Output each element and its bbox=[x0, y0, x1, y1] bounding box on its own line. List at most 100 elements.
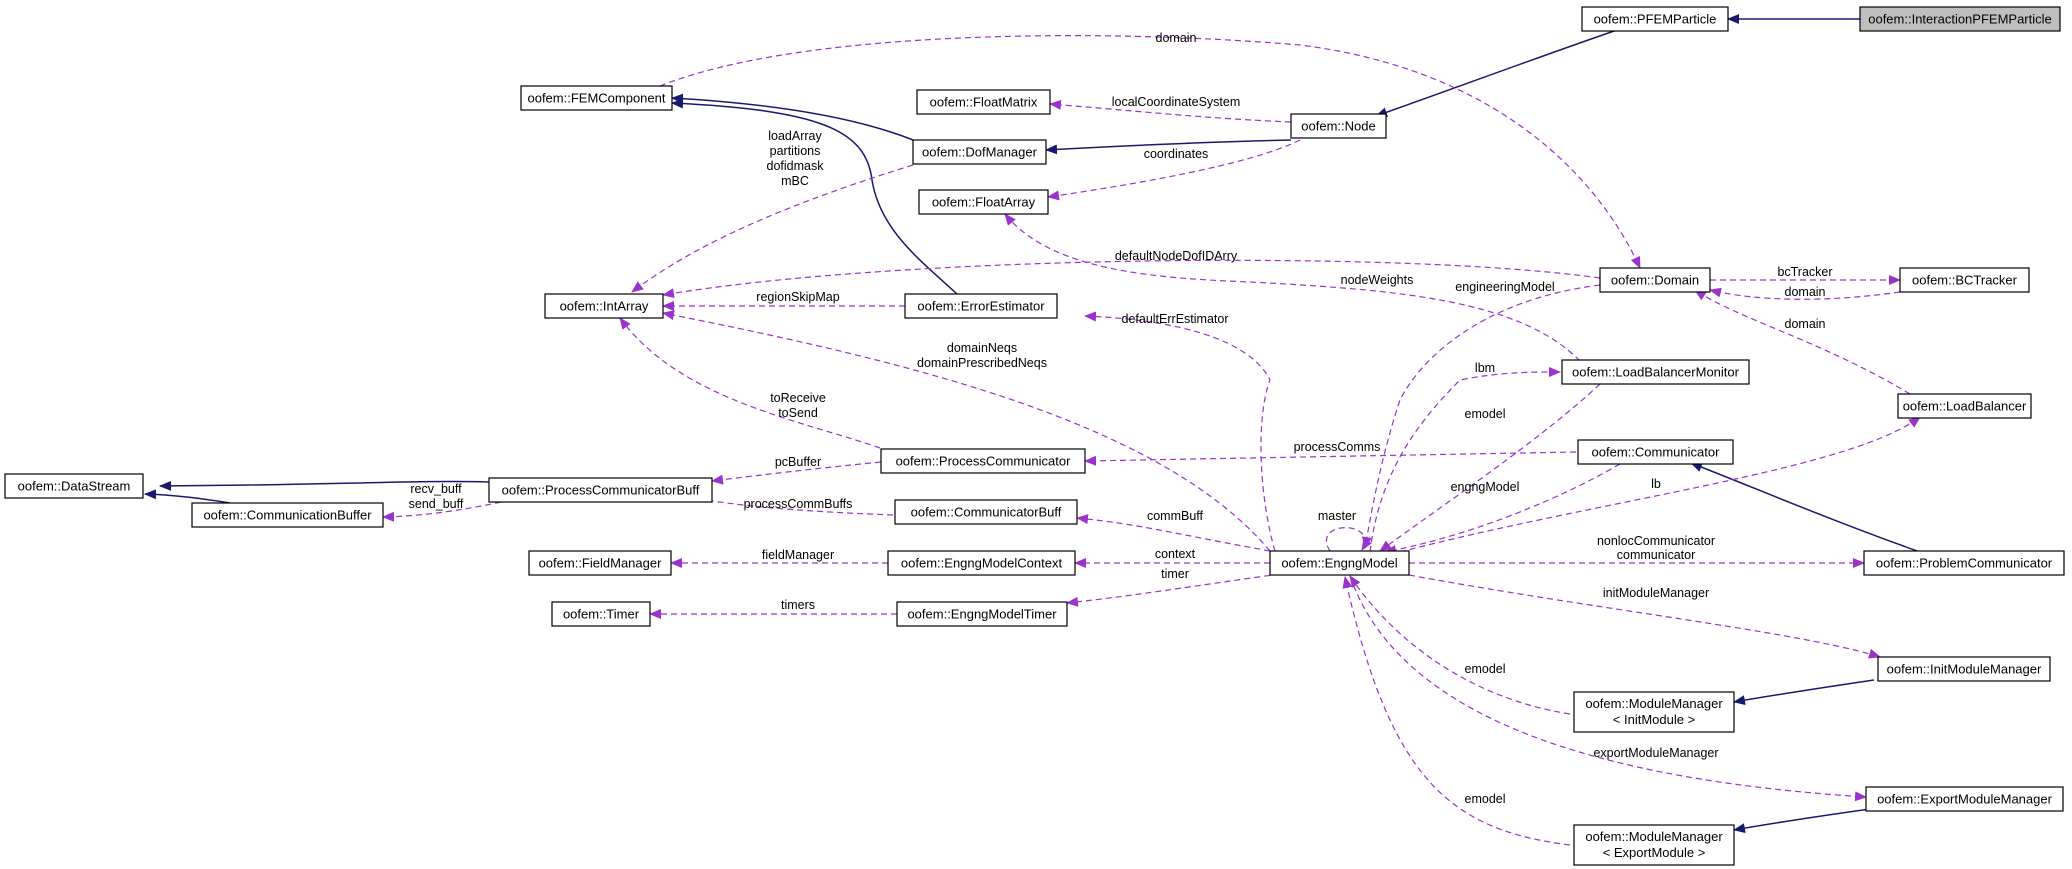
edge-engngmodel-loadbalancermonitor bbox=[1369, 367, 1561, 553]
edge-modulemanager-export-engngmodel bbox=[1342, 576, 1571, 846]
usage-edges bbox=[382, 35, 1921, 846]
label-lbm: lbm bbox=[1475, 361, 1495, 375]
edge-engngmodel-communicatorbuff bbox=[1076, 514, 1271, 552]
edge-engngmodel-engngmodel bbox=[1326, 527, 1372, 552]
node-engng-model-timer[interactable]: oofem::EngngModelTimer bbox=[896, 601, 1068, 627]
node-module-manager-init[interactable]: oofem::ModuleManager < InitModule > bbox=[1573, 691, 1735, 733]
svg-text:oofem::Communicator: oofem::Communicator bbox=[1592, 445, 1721, 460]
node-module-manager-export[interactable]: oofem::ModuleManager < ExportModule > bbox=[1573, 824, 1735, 866]
label-process-comm-buffs: processCommBuffs bbox=[744, 497, 853, 511]
label-timer: timer bbox=[1161, 567, 1189, 581]
svg-text:oofem::DataStream: oofem::DataStream bbox=[18, 479, 131, 494]
label-engineering-model: engineeringModel bbox=[1455, 280, 1554, 294]
node-pfem-particle[interactable]: oofem::PFEMParticle bbox=[1581, 6, 1729, 32]
edge-node-to-dofmanager bbox=[1045, 139, 1292, 155]
label-mbc: mBC bbox=[781, 174, 809, 188]
label-domain-lb: domain bbox=[1785, 317, 1826, 331]
node-int-array[interactable]: oofem::IntArray bbox=[544, 293, 664, 319]
edge-communicationbuffer-to-datastream bbox=[144, 489, 231, 504]
edge-dofmanager-intarray bbox=[631, 164, 914, 293]
node-dof-manager[interactable]: oofem::DofManager bbox=[912, 139, 1047, 165]
svg-text:oofem::CommunicationBuffer: oofem::CommunicationBuffer bbox=[203, 508, 372, 523]
node-load-balancer[interactable]: oofem::LoadBalancer bbox=[1897, 393, 2032, 419]
node-fem-component[interactable]: oofem::FEMComponent bbox=[520, 85, 673, 111]
label-local-coordinate-system: localCoordinateSystem bbox=[1112, 95, 1241, 109]
edge-engngmodel-errorestimator bbox=[1084, 311, 1276, 552]
node-communication-buffer[interactable]: oofem::CommunicationBuffer bbox=[191, 502, 384, 528]
edge-engngmodel-engngmodeltimer bbox=[1066, 573, 1281, 607]
label-domain-bc: domain bbox=[1785, 285, 1826, 299]
node-load-balancer-monitor[interactable]: oofem::LoadBalancerMonitor bbox=[1561, 359, 1750, 385]
edge-exportmodulemanager-to-modulemanager bbox=[1733, 808, 1871, 834]
svg-text:oofem::Timer: oofem::Timer bbox=[563, 607, 640, 622]
label-lb: lb bbox=[1651, 477, 1661, 491]
label-send-buff: send_buff bbox=[409, 497, 464, 511]
node-init-module-manager[interactable]: oofem::InitModuleManager bbox=[1877, 656, 2051, 682]
node-problem-communicator[interactable]: oofem::ProblemCommunicator bbox=[1863, 550, 2065, 576]
svg-text:oofem::EngngModel: oofem::EngngModel bbox=[1281, 556, 1397, 571]
node-engng-model[interactable]: oofem::EngngModel bbox=[1269, 550, 1410, 576]
node-engng-model-context[interactable]: oofem::EngngModelContext bbox=[887, 550, 1076, 576]
edge-loadbalancermonitor-engngmodel bbox=[1379, 383, 1601, 552]
svg-text:oofem::ModuleManager: oofem::ModuleManager bbox=[1585, 696, 1723, 711]
svg-text:oofem::FEMComponent: oofem::FEMComponent bbox=[527, 91, 665, 106]
node-interaction-pfem-particle[interactable]: oofem::InteractionPFEMParticle bbox=[1859, 6, 2061, 32]
node-node[interactable]: oofem::Node bbox=[1290, 113, 1387, 139]
node-bc-tracker[interactable]: oofem::BCTracker bbox=[1899, 267, 2030, 293]
label-timers: timers bbox=[781, 598, 815, 612]
svg-text:oofem::ErrorEstimator: oofem::ErrorEstimator bbox=[917, 299, 1045, 314]
node-communicator-buff[interactable]: oofem::CommunicatorBuff bbox=[894, 499, 1078, 525]
node-timer[interactable]: oofem::Timer bbox=[551, 601, 651, 627]
edge-problemcommunicator-to-communicator bbox=[1690, 462, 1921, 553]
edge-engngmodel-intarray bbox=[662, 310, 1271, 552]
edge-engngmodel-loadbalancer bbox=[1399, 416, 1921, 553]
label-field-manager: fieldManager bbox=[762, 548, 834, 562]
label-partitions: partitions bbox=[770, 144, 821, 158]
svg-text:oofem::ProcessCommunicator: oofem::ProcessCommunicator bbox=[896, 454, 1072, 469]
label-comm-buff: commBuff bbox=[1147, 509, 1204, 523]
inheritance-edges bbox=[144, 14, 1921, 834]
label-pc-buffer: pcBuffer bbox=[775, 455, 821, 469]
edge-labels: domain localCoordinateSystem loadArray p… bbox=[409, 31, 1833, 806]
edge-communicator-processcommunicator bbox=[1084, 451, 1577, 466]
label-init-module-manager: initModuleManager bbox=[1603, 586, 1709, 600]
label-communicator: communicator bbox=[1617, 548, 1696, 562]
svg-text:oofem::EngngModelContext: oofem::EngngModelContext bbox=[901, 556, 1063, 571]
label-engng-model-comm: engngModel bbox=[1451, 480, 1520, 494]
edge-domain-intarray bbox=[662, 259, 1601, 299]
label-default-node-dof-id-arry: defaultNodeDofIDArry bbox=[1115, 249, 1238, 263]
edge-dofmanager-to-femcomponent bbox=[671, 93, 914, 141]
node-export-module-manager[interactable]: oofem::ExportModuleManager bbox=[1865, 786, 2064, 812]
edge-node-floatarray bbox=[1047, 139, 1301, 201]
node-field-manager[interactable]: oofem::FieldManager bbox=[528, 550, 672, 576]
label-dofidmask: dofidmask bbox=[767, 159, 825, 173]
node-communicator[interactable]: oofem::Communicator bbox=[1577, 439, 1734, 465]
label-load-array: loadArray bbox=[768, 129, 822, 143]
node-domain[interactable]: oofem::Domain bbox=[1599, 267, 1711, 293]
label-domain-prescribed-neqs: domainPrescribedNeqs bbox=[917, 356, 1047, 370]
node-float-matrix[interactable]: oofem::FloatMatrix bbox=[916, 89, 1051, 115]
edge-modulemanager-init-engngmodel bbox=[1349, 575, 1571, 715]
svg-text:oofem::ModuleManager: oofem::ModuleManager bbox=[1585, 829, 1723, 844]
svg-text:oofem::ExportModuleManager: oofem::ExportModuleManager bbox=[1877, 792, 2053, 807]
svg-text:oofem::FloatArray: oofem::FloatArray bbox=[932, 195, 1036, 210]
edge-femcomponent-domain bbox=[659, 35, 1641, 269]
svg-text:oofem::InteractionPFEMParticle: oofem::InteractionPFEMParticle bbox=[1868, 12, 2052, 27]
svg-text:oofem::Domain: oofem::Domain bbox=[1611, 273, 1699, 288]
edge-processcommbuff-to-datastream bbox=[159, 480, 490, 491]
label-emodel-lbm: emodel bbox=[1465, 407, 1506, 421]
label-domain-neqs: domainNeqs bbox=[947, 341, 1017, 355]
edge-loadbalancermonitor-floatarray bbox=[1004, 213, 1581, 362]
svg-text:oofem::EngngModelTimer: oofem::EngngModelTimer bbox=[907, 607, 1057, 622]
svg-text:oofem::ProcessCommunicatorBuff: oofem::ProcessCommunicatorBuff bbox=[502, 483, 700, 498]
node-error-estimator[interactable]: oofem::ErrorEstimator bbox=[904, 293, 1058, 319]
node-data-stream[interactable]: oofem::DataStream bbox=[4, 473, 144, 499]
node-float-array[interactable]: oofem::FloatArray bbox=[918, 189, 1049, 215]
svg-text:oofem::PFEMParticle: oofem::PFEMParticle bbox=[1594, 12, 1717, 27]
svg-text:oofem::CommunicatorBuff: oofem::CommunicatorBuff bbox=[911, 505, 1062, 520]
svg-text:oofem::FieldManager: oofem::FieldManager bbox=[539, 556, 663, 571]
label-node-weights: nodeWeights bbox=[1341, 273, 1414, 287]
node-process-communicator[interactable]: oofem::ProcessCommunicator bbox=[880, 448, 1086, 474]
node-process-communicator-buff[interactable]: oofem::ProcessCommunicatorBuff bbox=[488, 477, 713, 503]
